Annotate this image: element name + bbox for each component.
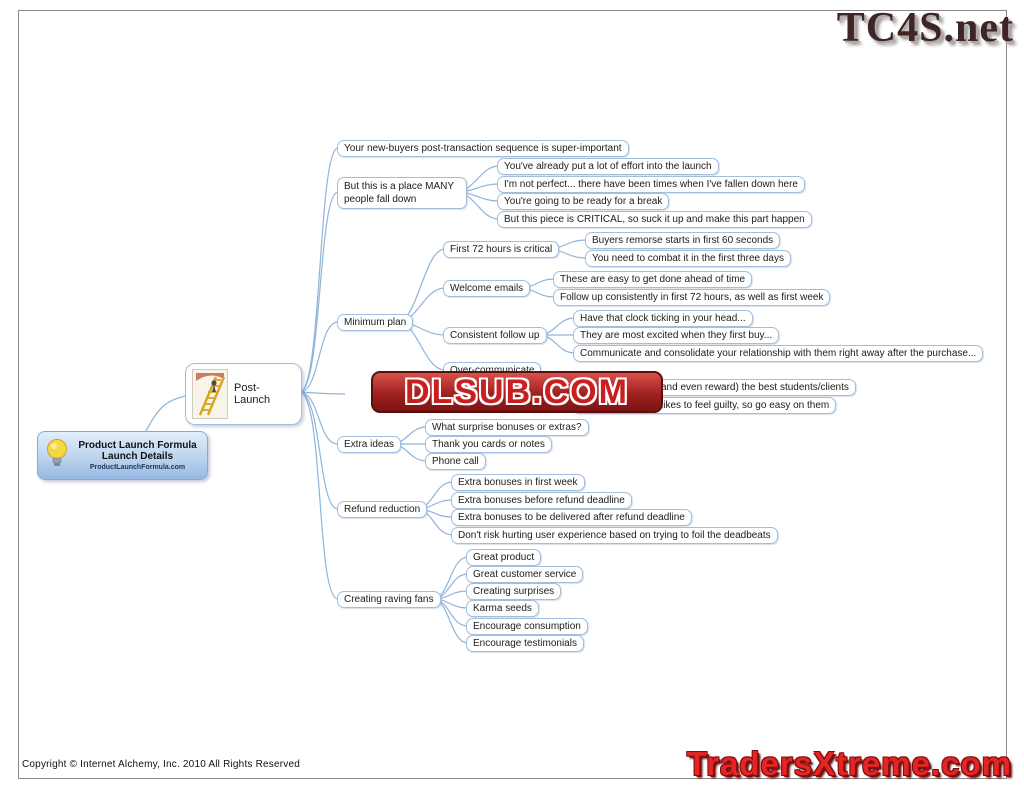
node-welcome-emails: Welcome emails bbox=[443, 280, 531, 297]
node-surprise-bonuses: What surprise bonuses or extras? bbox=[425, 419, 589, 436]
node-effort-into-launch: You've already put a lot of effort into … bbox=[497, 158, 719, 175]
root-title-line1: Product Launch Formula bbox=[78, 439, 197, 451]
node-combat-three-days: You need to combat it in the first three… bbox=[585, 250, 791, 267]
root-title-line2: Launch Details bbox=[101, 450, 174, 462]
node-follow-up-consistently: Follow up consistently in first 72 hours… bbox=[553, 289, 831, 306]
node-great-customer-service: Great customer service bbox=[466, 566, 584, 583]
node-piece-is-critical: But this piece is CRITICAL, so suck it u… bbox=[497, 211, 812, 228]
watermark-tc4s: TC4S.net bbox=[836, 5, 1014, 51]
page-border bbox=[18, 10, 1007, 779]
node-bonuses-before-deadline: Extra bonuses before refund deadline bbox=[451, 492, 632, 509]
node-first-72-hours: First 72 hours is critical bbox=[443, 241, 560, 258]
watermark-dlsub: DLSUB.COM bbox=[371, 371, 663, 413]
node-encourage-testimonials: Encourage testimonials bbox=[466, 635, 584, 652]
node-bonuses-after-deadline: Extra bonuses to be delivered after refu… bbox=[451, 509, 692, 526]
watermark-tradersxtreme: TradersXtreme.com bbox=[686, 745, 1012, 782]
root-topic-product-launch-formula: Product Launch Formula Launch Details Pr… bbox=[37, 431, 208, 480]
node-dont-risk-user-experience: Don't risk hurting user experience based… bbox=[451, 527, 778, 544]
node-minimum-plan: Minimum plan bbox=[337, 314, 414, 331]
node-creating-surprises: Creating surprises bbox=[466, 583, 562, 600]
node-consistent-follow-up: Consistent follow up bbox=[443, 327, 547, 344]
node-easy-ahead-of-time: These are easy to get done ahead of time bbox=[553, 271, 753, 288]
node-communicate-consolidate: Communicate and consolidate your relatio… bbox=[573, 345, 984, 362]
node-extra-ideas: Extra ideas bbox=[337, 436, 402, 453]
node-clock-ticking: Have that clock ticking in your head... bbox=[573, 310, 753, 327]
lightbulb-icon bbox=[44, 437, 70, 474]
central-topic-post-launch: Post-Launch bbox=[185, 363, 302, 425]
node-phone-call: Phone call bbox=[425, 453, 486, 470]
node-most-excited: They are most excited when they first bu… bbox=[573, 327, 780, 344]
ladder-icon bbox=[192, 369, 228, 419]
node-thank-you-cards: Thank you cards or notes bbox=[425, 436, 552, 453]
node-place-many-fall-down: But this is a place MANY people fall dow… bbox=[337, 177, 467, 209]
node-post-transaction-sequence: Your new-buyers post-transaction sequenc… bbox=[337, 140, 629, 157]
node-buyers-remorse: Buyers remorse starts in first 60 second… bbox=[585, 232, 781, 249]
node-bonuses-first-week: Extra bonuses in first week bbox=[451, 474, 585, 491]
node-creating-raving-fans: Creating raving fans bbox=[337, 591, 441, 608]
node-ready-for-break: You're going to be ready for a break bbox=[497, 193, 670, 210]
node-encourage-consumption: Encourage consumption bbox=[466, 618, 588, 635]
node-karma-seeds: Karma seeds bbox=[466, 600, 539, 617]
node-im-not-perfect: I'm not perfect... there have been times… bbox=[497, 176, 805, 193]
root-site-label: ProductLaunchFormula.com bbox=[89, 463, 186, 471]
central-topic-label: Post-Launch bbox=[234, 382, 271, 406]
node-refund-reduction: Refund reduction bbox=[337, 501, 428, 518]
copyright-text: Copyright © Internet Alchemy, Inc. 2010 … bbox=[22, 759, 301, 770]
node-great-product: Great product bbox=[466, 549, 542, 566]
